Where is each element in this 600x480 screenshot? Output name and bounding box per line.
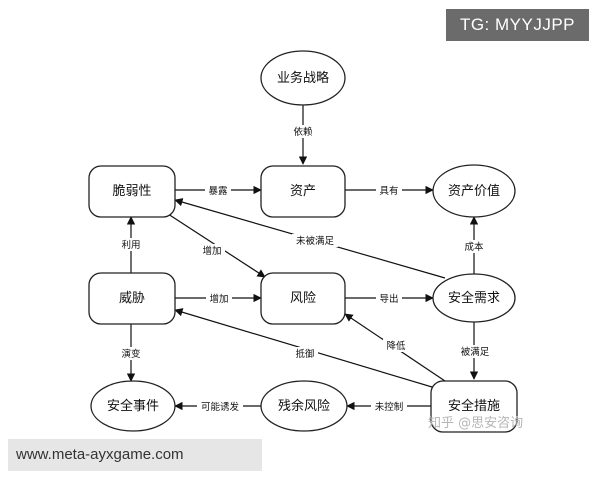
node-vulnerability: 脆弱性 [88,165,176,218]
node-label-residual-risk: 残余风险 [278,398,330,414]
edge-label-uncontrolled: 未控制 [375,401,404,413]
tg-badge: TG: MYYJJPP [446,9,589,41]
node-label-business-strategy: 业务战略 [277,70,329,86]
edges [126,105,479,411]
node-asset-value: 资产价值 [432,164,516,218]
node-asset: 资产 [260,165,346,218]
edge-label-evolves: 演变 [121,348,141,360]
node-threat: 威胁 [88,272,176,325]
edge-label-has: 具有 [379,185,398,197]
nodes: 业务战略 脆弱性 资产 资产价值 威胁 风险 安全需求 安全事件 [88,50,518,433]
node-security-requirement: 安全需求 [432,273,516,323]
node-label-security-incident: 安全事件 [107,398,159,414]
node-label-threat: 威胁 [119,291,145,306]
node-label-asset-value: 资产价值 [448,183,500,199]
edge-label-reduces: 降低 [386,340,406,352]
edge-label-may-trigger: 可能诱发 [201,401,240,413]
edge-label-unmet: 未被满足 [296,235,335,247]
edge-label-increase-vuln: 增加 [202,245,221,257]
url-badge: www.meta-ayxgame.com [8,439,262,471]
edge-label-derives: 导出 [379,293,398,305]
edge-label-resists: 抵御 [295,348,314,360]
node-business-strategy: 业务战略 [260,50,346,106]
edge-label-increase-threat: 增加 [209,293,228,305]
node-security-incident: 安全事件 [90,380,176,432]
node-residual-risk: 残余风险 [260,380,348,432]
node-security-measure: 安全措施 [430,380,518,433]
edge-label-exposes: 暴露 [208,186,228,197]
node-label-risk: 风险 [290,291,316,306]
node-risk: 风险 [260,272,346,325]
node-label-security-requirement: 安全需求 [448,290,500,306]
node-label-security-measure: 安全措施 [448,398,500,414]
edge-label-cost: 成本 [464,241,484,253]
node-label-vulnerability: 脆弱性 [112,183,151,199]
node-label-asset: 资产 [290,184,316,199]
watermark-text: 知乎 @思安咨询 [428,416,524,431]
edge-label-exploits: 利用 [121,239,140,251]
edge-label-depends: 依赖 [293,126,313,138]
edge-labels: 依赖 暴露 具有 未被满足 成本 利用 增加 增加 导出 演变 抵御 降低 被满… [117,125,492,413]
edge-label-satisfied: 被满足 [461,346,490,358]
